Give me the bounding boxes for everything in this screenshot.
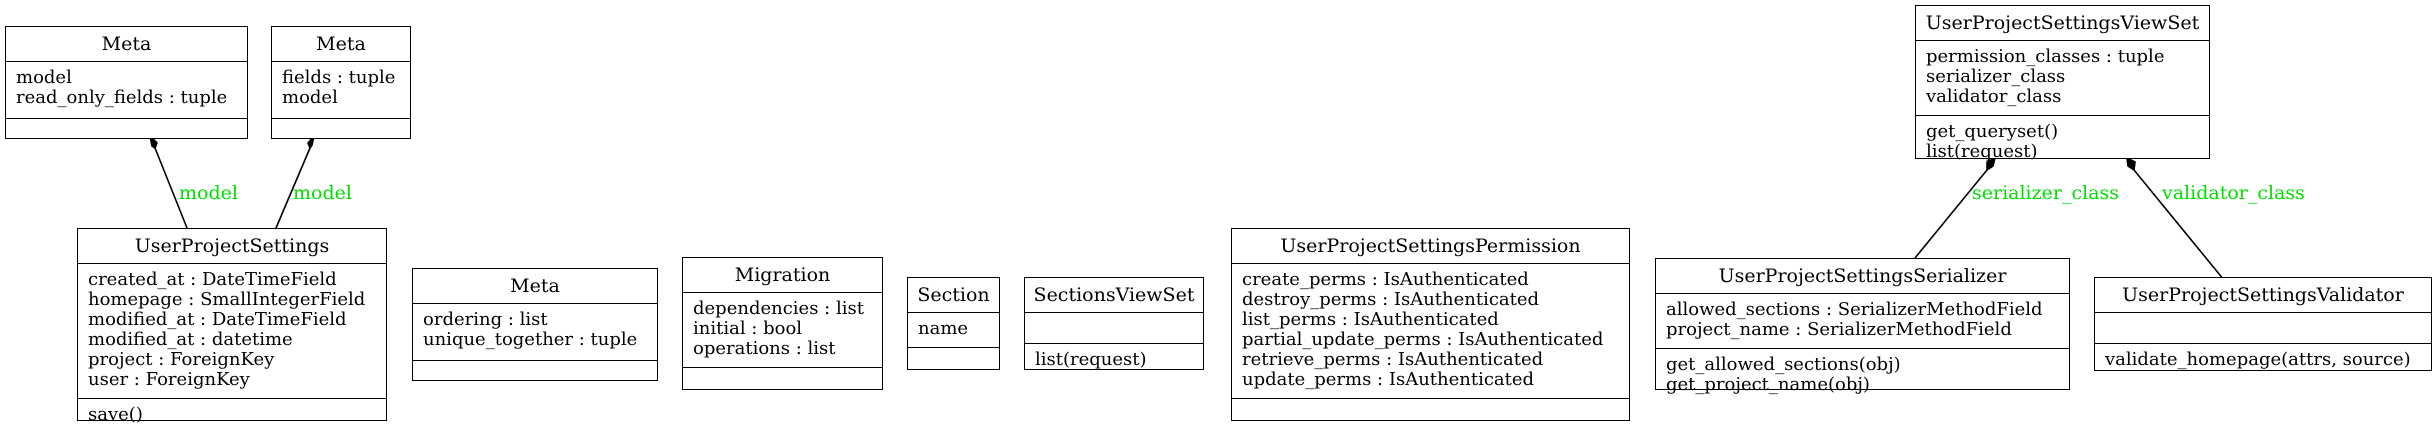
- methods-section: [683, 367, 882, 391]
- methods-section: validate_homepage(attrs, source): [2095, 343, 2431, 376]
- attribute: modified_at : DateTimeField: [88, 309, 347, 330]
- attributes-section: created_at : DateTimeField homepage : Sm…: [78, 264, 386, 398]
- attributes-section: fields : tuple model: [272, 62, 410, 118]
- methods-section: [908, 347, 999, 371]
- methods-section: [413, 360, 657, 384]
- class-name: UserProjectSettingsValidator: [2095, 278, 2431, 313]
- attribute: modified_at : datetime: [88, 329, 293, 350]
- attribute: model: [282, 87, 338, 108]
- attribute: operations : list: [693, 338, 836, 359]
- class-box-meta: Meta model read_only_fields : tuple: [5, 26, 248, 139]
- attribute: fields : tuple: [282, 67, 396, 88]
- method: save(): [88, 404, 143, 425]
- attribute: user : ForeignKey: [88, 369, 250, 390]
- class-name: SectionsViewSet: [1025, 278, 1203, 313]
- attributes-section: ordering : list unique_together : tuple: [413, 304, 657, 360]
- attribute: name: [918, 318, 969, 339]
- composition-diamond: [1986, 156, 1997, 172]
- class-name: Migration: [683, 258, 882, 293]
- class-name: Meta: [272, 27, 410, 62]
- composition-diamond: [307, 135, 315, 150]
- method: list(request): [1926, 141, 2038, 162]
- attribute: create_perms : IsAuthenticated: [1242, 269, 1529, 290]
- class-box-user-project-settings: UserProjectSettings created_at : DateTim…: [77, 228, 387, 425]
- attribute: serializer_class: [1926, 66, 2066, 87]
- attributes-section: [1025, 313, 1203, 343]
- attributes-section: create_perms : IsAuthenticated destroy_p…: [1232, 264, 1629, 398]
- methods-section: list(request): [1025, 343, 1203, 376]
- methods-section: [1232, 398, 1629, 422]
- method: get_project_name(obj): [1666, 374, 1870, 395]
- attribute: project_name : SerializerMethodField: [1666, 319, 2012, 340]
- composition-diamond: [148, 133, 158, 150]
- edge-label-validator-class: validator_class: [2161, 182, 2305, 204]
- edge-ups-meta1: [154, 147, 188, 229]
- edge-ups-meta2: [275, 147, 311, 229]
- method: get_queryset(): [1926, 121, 2059, 142]
- attribute: allowed_sections : SerializerMethodField: [1666, 299, 2043, 320]
- method: get_allowed_sections(obj): [1666, 354, 1901, 375]
- attributes-section: name: [908, 313, 999, 347]
- class-box-user-project-settings-viewset: UserProjectSettingsViewSet permission_cl…: [1915, 5, 2210, 162]
- attributes-section: allowed_sections : SerializerMethodField…: [1656, 294, 2069, 348]
- class-name: Meta: [6, 27, 247, 62]
- attributes-section: [2095, 313, 2431, 343]
- attribute: initial : bool: [693, 318, 803, 339]
- class-name: UserProjectSettingsViewSet: [1916, 6, 2209, 41]
- attribute: update_perms : IsAuthenticated: [1242, 369, 1535, 390]
- class-box-meta: Meta ordering : list unique_together : t…: [412, 268, 658, 381]
- methods-section: save(): [78, 398, 386, 431]
- attribute: created_at : DateTimeField: [88, 269, 337, 290]
- attribute: partial_update_perms : IsAuthenticated: [1242, 329, 1604, 350]
- attributes-section: model read_only_fields : tuple: [6, 62, 247, 118]
- edge-validator-viewset: [2133, 169, 2225, 281]
- class-box-section: Section name: [907, 277, 1000, 370]
- attribute: ordering : list: [423, 309, 548, 330]
- attribute: read_only_fields : tuple: [16, 87, 228, 108]
- attributes-section: permission_classes : tuple serializer_cl…: [1916, 41, 2209, 115]
- edge-label-model-1: model: [179, 182, 238, 204]
- methods-section: get_allowed_sections(obj) get_project_na…: [1656, 348, 2069, 401]
- attribute: model: [16, 67, 72, 88]
- methods-section: get_queryset() list(request): [1916, 115, 2209, 168]
- class-box-meta: Meta fields : tuple model: [271, 26, 411, 139]
- attribute: dependencies : list: [693, 298, 864, 319]
- class-box-migration: Migration dependencies : list initial : …: [682, 257, 883, 390]
- class-name: UserProjectSettings: [78, 229, 386, 264]
- attribute: retrieve_perms : IsAuthenticated: [1242, 349, 1544, 370]
- attribute: list_perms : IsAuthenticated: [1242, 309, 1499, 330]
- attribute: validator_class: [1926, 86, 2062, 107]
- class-name: UserProjectSettingsSerializer: [1656, 259, 2069, 294]
- class-name: Meta: [413, 269, 657, 304]
- methods-section: [272, 118, 410, 142]
- method: validate_homepage(attrs, source): [2105, 349, 2411, 370]
- edge-label-serializer-class: serializer_class: [1972, 182, 2119, 204]
- attribute: project : ForeignKey: [88, 349, 275, 370]
- method: list(request): [1035, 349, 1147, 370]
- class-name: UserProjectSettingsPermission: [1232, 229, 1629, 264]
- class-name: Section: [908, 278, 999, 313]
- methods-section: [6, 118, 247, 142]
- class-box-user-project-settings-permission: UserProjectSettingsPermission create_per…: [1231, 228, 1630, 421]
- attributes-section: dependencies : list initial : bool opera…: [683, 293, 882, 367]
- class-box-user-project-settings-serializer: UserProjectSettingsSerializer allowed_se…: [1655, 258, 2070, 395]
- class-box-user-project-settings-validator: UserProjectSettingsValidator validate_ho…: [2094, 277, 2432, 371]
- attribute: unique_together : tuple: [423, 329, 638, 350]
- attribute: permission_classes : tuple: [1926, 46, 2165, 67]
- composition-diamond: [2126, 156, 2136, 172]
- edge-label-model-2: model: [293, 182, 352, 204]
- attribute: homepage : SmallIntegerField: [88, 289, 366, 310]
- attribute: destroy_perms : IsAuthenticated: [1242, 289, 1540, 310]
- class-box-sections-viewset: SectionsViewSet list(request): [1024, 277, 1204, 370]
- edge-serializer-viewset: [1914, 169, 1988, 259]
